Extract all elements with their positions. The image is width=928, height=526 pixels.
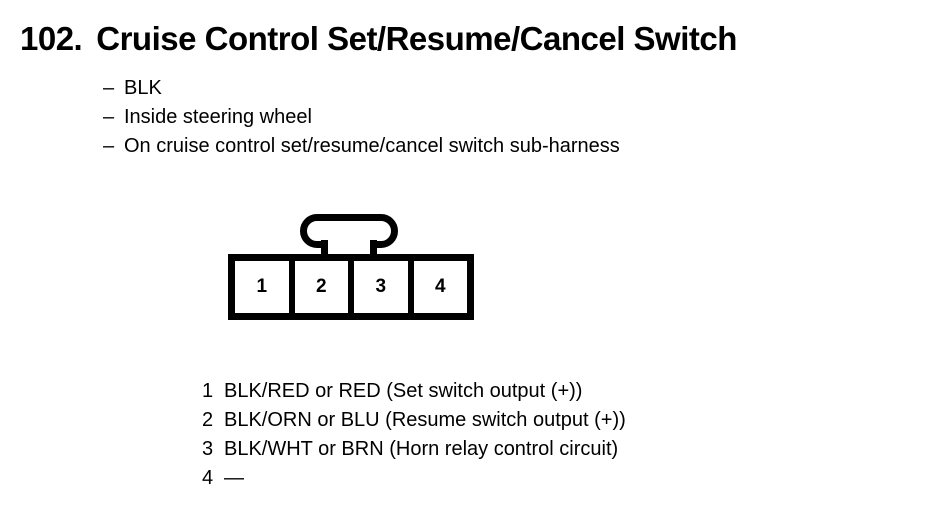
page-title-number: 102. <box>20 20 83 57</box>
notes-list-item-label: On cruise control set/resume/cancel swit… <box>124 135 620 157</box>
pinout-row: 4 — <box>202 464 626 493</box>
dash-icon: – <box>103 77 115 99</box>
pinout-row-description: BLK/RED or RED (Set switch output (+)) <box>224 380 583 402</box>
notes-list: – BLK – Inside steering wheel – On cruis… <box>103 74 620 161</box>
terminal-cell-2: 2 <box>294 261 354 313</box>
connector-terminal-row: 1 2 3 4 <box>228 254 474 320</box>
notes-list-item: – BLK <box>103 74 620 103</box>
notes-list-item: – Inside steering wheel <box>103 103 620 132</box>
terminal-cell-3: 3 <box>354 261 414 313</box>
pinout-row: 2 BLK/ORN or BLU (Resume switch output (… <box>202 406 626 435</box>
page-title-text: Cruise Control Set/Resume/Cancel Switch <box>96 20 737 57</box>
pinout-row-description: BLK/WHT or BRN (Horn relay control circu… <box>224 438 619 460</box>
pinout-row-description: BLK/ORN or BLU (Resume switch output (+)… <box>224 409 626 431</box>
connector-diagram: 1 2 3 4 <box>228 214 474 320</box>
pinout-row-number: 3 <box>202 438 214 460</box>
dash-icon: – <box>103 106 115 128</box>
pinout-row-number: 2 <box>202 409 214 431</box>
pinout-legend: 1 BLK/RED or RED (Set switch output (+))… <box>202 377 626 493</box>
notes-list-item: – On cruise control set/resume/cancel sw… <box>103 132 620 161</box>
notes-list-item-label: BLK <box>124 77 162 99</box>
pinout-row: 3 BLK/WHT or BRN (Horn relay control cir… <box>202 435 626 464</box>
pinout-row-number: 4 <box>202 467 214 489</box>
pinout-row-description: — <box>224 467 244 489</box>
terminal-cell-1: 1 <box>235 261 295 313</box>
pinout-row-number: 1 <box>202 380 214 402</box>
page-title: 102. Cruise Control Set/Resume/Cancel Sw… <box>20 20 737 58</box>
dash-icon: – <box>103 135 115 157</box>
pinout-row: 1 BLK/RED or RED (Set switch output (+)) <box>202 377 626 406</box>
terminal-cell-4: 4 <box>413 261 467 313</box>
notes-list-item-label: Inside steering wheel <box>124 106 312 128</box>
